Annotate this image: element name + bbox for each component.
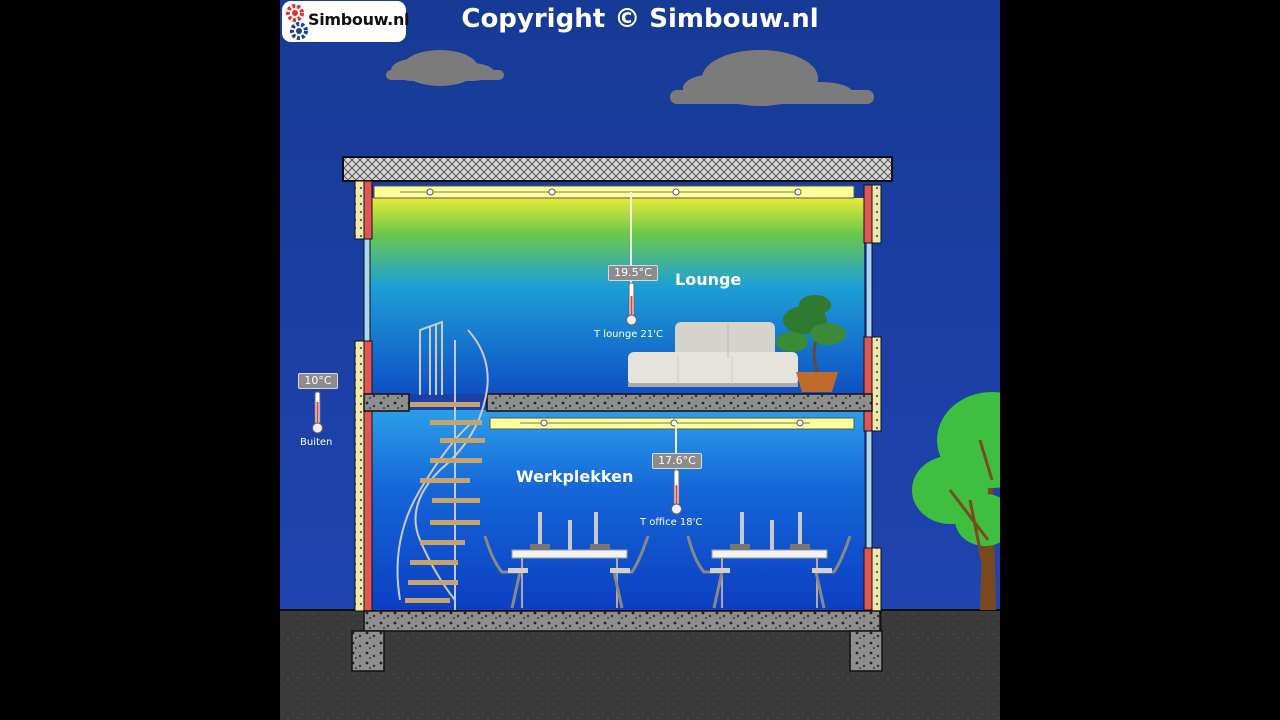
bonsai-plant — [776, 295, 846, 392]
copyright-watermark: Copyright © Simbouw.nl — [461, 4, 819, 34]
tree — [912, 392, 1000, 610]
cloud-right — [670, 50, 874, 106]
floor-slab — [486, 393, 873, 412]
staircase-steps — [405, 402, 485, 603]
desk-group-right — [686, 512, 852, 609]
office-setpoint-label: T office 18'C — [640, 517, 703, 528]
gear-icon — [286, 4, 308, 40]
ground-slab — [363, 610, 881, 632]
lounge-ceiling-heating-panel — [373, 185, 855, 199]
outside-thermometer-icon — [312, 391, 323, 434]
office-room-label: Werkplekken — [516, 467, 634, 486]
office-thermometer-icon — [671, 469, 682, 515]
office-temperature-reading: 17.6°C — [652, 453, 702, 469]
building-cross-section-scene — [280, 0, 1000, 720]
sofa — [628, 322, 798, 387]
office-ceiling-heating-panel — [489, 417, 855, 430]
foundation-left — [351, 630, 385, 672]
lounge-temperature-reading: 19.5°C — [608, 265, 658, 281]
outside-temperature-reading: 10°C — [298, 373, 338, 389]
lounge-room-label: Lounge — [675, 270, 742, 289]
outside-label: Buiten — [300, 437, 333, 448]
floor-slab-left — [363, 393, 410, 412]
left-wall — [354, 180, 373, 612]
logo-text: Simbouw.nl — [308, 10, 410, 29]
simbouw-logo[interactable]: Simbouw.nl — [282, 1, 410, 42]
cloud-left — [386, 50, 504, 86]
lounge-thermometer-icon — [626, 282, 637, 326]
right-wall — [863, 184, 882, 633]
lounge-setpoint-label: T lounge 21'C — [594, 329, 663, 340]
desk-group-left — [483, 512, 650, 609]
foundation-right — [849, 630, 883, 672]
scene-drawing — [280, 0, 1000, 720]
roof — [342, 156, 893, 182]
